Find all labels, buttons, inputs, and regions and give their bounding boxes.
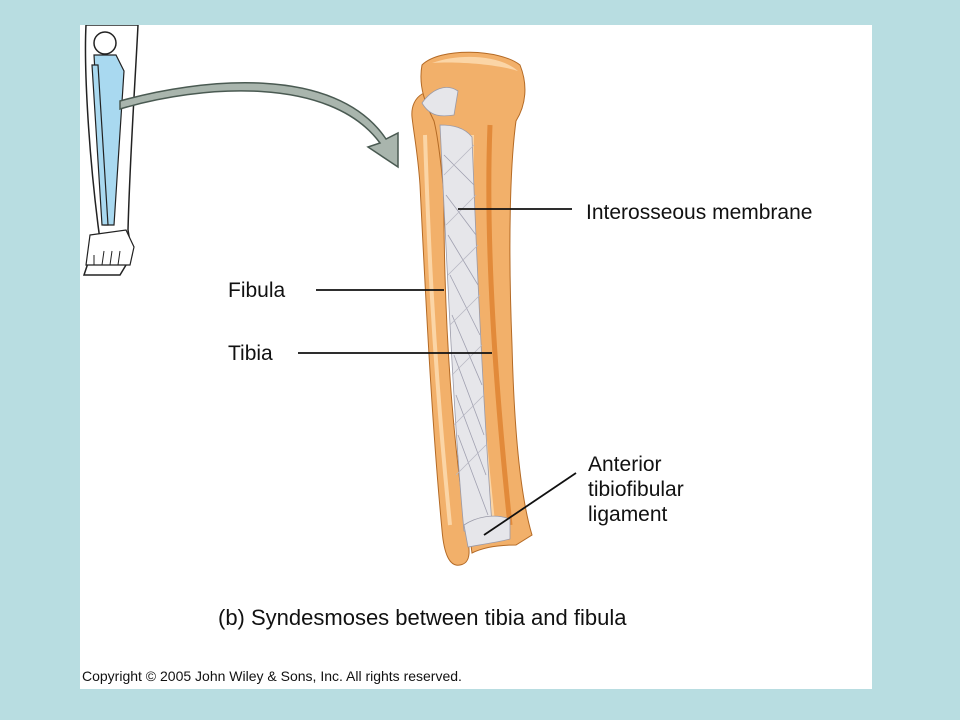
- label-anterior-tibiofibular-ligament: Anterior tibiofibular ligament: [588, 452, 748, 527]
- figure-caption: (b) Syndesmoses between tibia and fibula: [218, 605, 627, 630]
- leader-ligament: [483, 472, 577, 536]
- pointer-arrow: [119, 82, 399, 169]
- label-ligament-line-2: tibiofibular: [588, 478, 684, 501]
- label-tibia: Tibia: [228, 342, 273, 365]
- tibia-fibula-illustration: [82, 25, 577, 566]
- slide-panel: Interosseous membrane Fibula Tibia Anter…: [80, 25, 872, 689]
- label-fibula: Fibula: [228, 279, 286, 302]
- proximal-ligament: [421, 87, 459, 117]
- interosseous-membrane: [439, 124, 493, 533]
- label-ligament-line-1: Anterior: [588, 453, 662, 476]
- anterior-tibiofibular-ligament: [463, 515, 511, 548]
- label-ligament-line-3: ligament: [588, 503, 668, 526]
- leg-thumbnail: [82, 25, 139, 276]
- copyright-notice: Copyright © 2005 John Wiley & Sons, Inc.…: [82, 668, 462, 684]
- label-interosseous-membrane: Interosseous membrane: [586, 201, 813, 224]
